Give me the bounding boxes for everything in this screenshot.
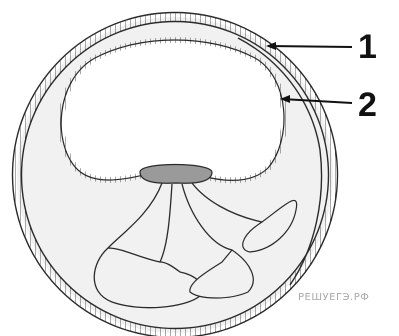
callout-label-2: 2 [358, 88, 377, 122]
watermark-text: РЕШУЕГЭ.РФ [298, 292, 369, 303]
pointer-line-1 [268, 46, 352, 47]
callout-label-1: 1 [358, 30, 377, 64]
upper-sac [61, 40, 284, 180]
attachment-disc [140, 165, 212, 184]
